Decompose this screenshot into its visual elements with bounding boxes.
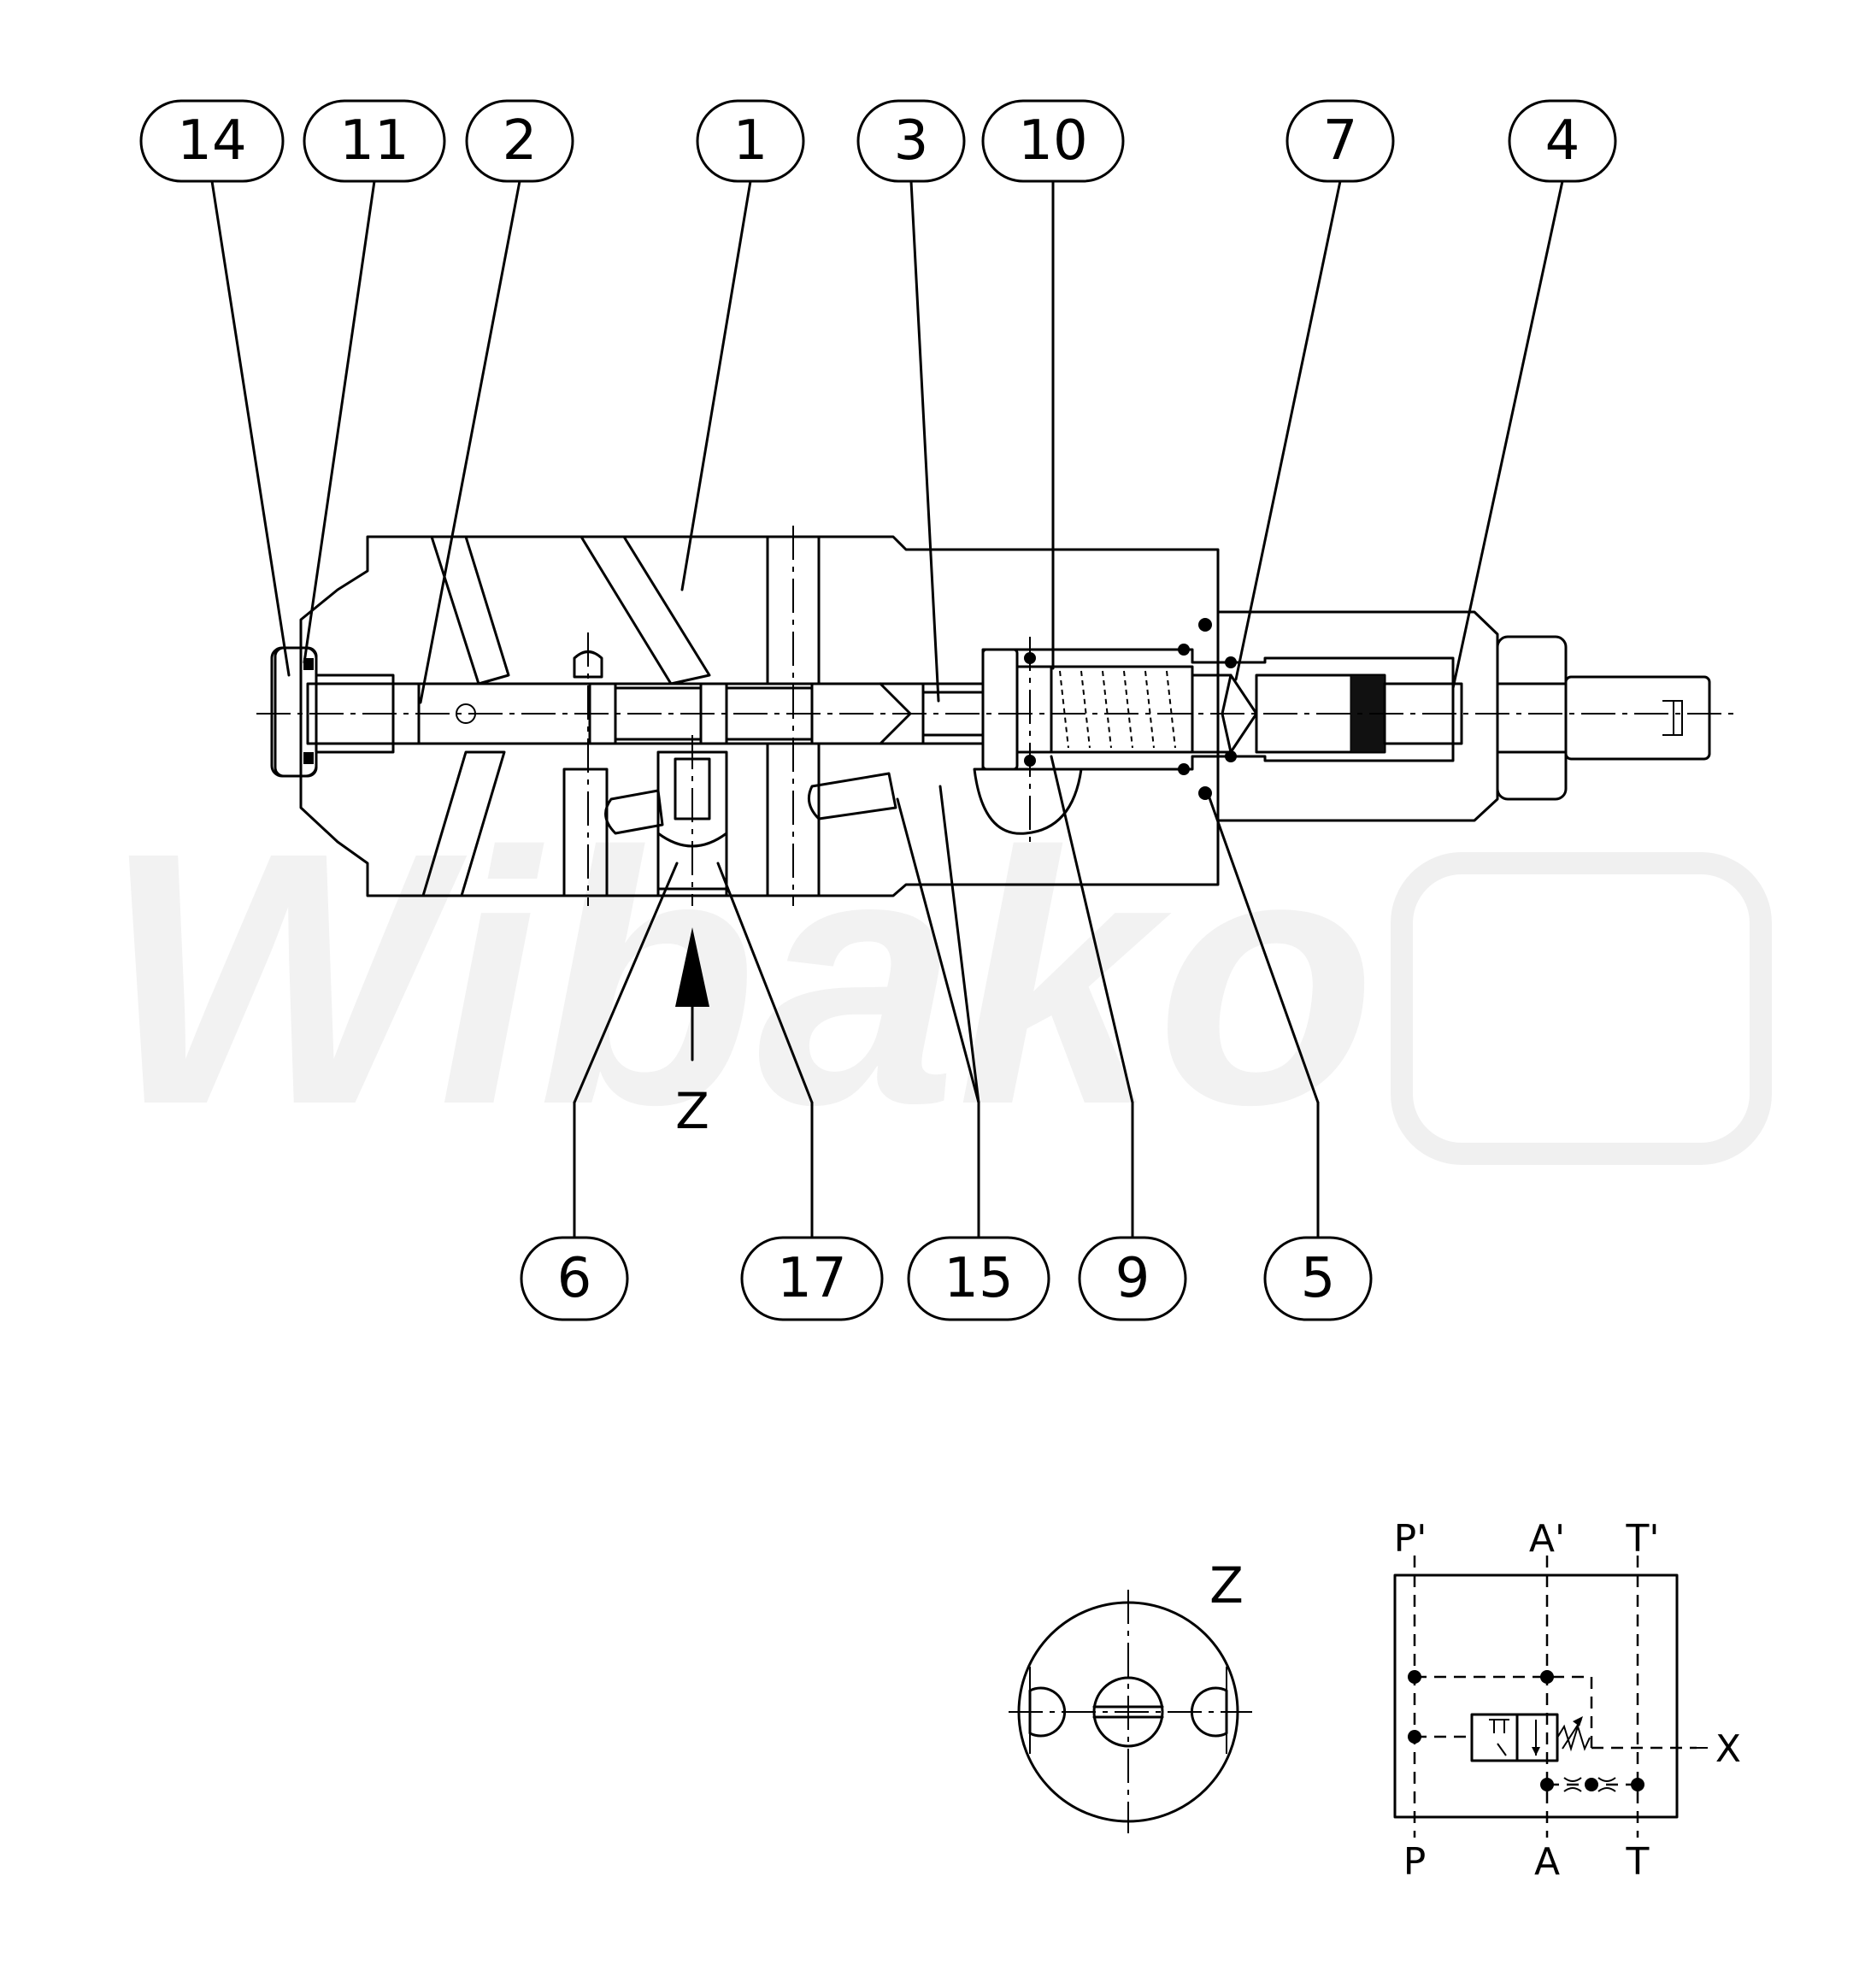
svg-text:7: 7 <box>1323 109 1358 173</box>
passage-upper-left <box>430 535 510 685</box>
svg-text:T': T' <box>1626 1517 1660 1561</box>
svg-text:P: P <box>1403 1840 1427 1884</box>
svg-text:X: X <box>1715 1727 1741 1771</box>
watermark: Wibako <box>103 779 1772 1179</box>
passage-15a <box>604 789 664 835</box>
view-z-slot-left <box>1028 1686 1067 1738</box>
balloon-5: 5 <box>1263 1236 1373 1321</box>
svg-text:Wibako: Wibako <box>103 779 1376 1179</box>
svg-text:P': P' <box>1394 1517 1427 1561</box>
passage-upper-mid <box>580 535 711 685</box>
balloons-bottom: 6 17 15 9 5 <box>520 1236 1373 1321</box>
svg-text:9: 9 <box>1115 1247 1150 1310</box>
adjusting-screw <box>1496 635 1711 801</box>
balloon-10: 10 <box>981 99 1125 183</box>
spool <box>274 646 985 778</box>
schematic-valve <box>1470 1713 1559 1762</box>
balloon-6: 6 <box>520 1236 629 1321</box>
svg-text:2: 2 <box>503 109 538 173</box>
svg-text:A: A <box>1534 1840 1560 1884</box>
passage-15b <box>807 772 897 820</box>
plug-insert <box>656 832 728 891</box>
leader-lines <box>210 179 1564 1239</box>
svg-text:T: T <box>1626 1840 1650 1884</box>
svg-text:3: 3 <box>894 109 929 173</box>
balloon-14: 14 <box>139 99 285 183</box>
balloon-17: 17 <box>740 1236 884 1321</box>
schematic-frame <box>1393 1573 1679 1819</box>
svg-text:1: 1 <box>733 109 768 173</box>
balloon-3: 3 <box>856 99 966 183</box>
view-z-slot-right <box>1190 1686 1228 1738</box>
port-vertical-left <box>562 768 609 897</box>
balloon-15: 15 <box>907 1236 1050 1321</box>
balloon-7: 7 <box>1285 99 1395 183</box>
balloons-top: 14 11 2 1 3 10 7 4 <box>139 99 1617 183</box>
svg-text:17: 17 <box>777 1247 846 1310</box>
svg-text:5: 5 <box>1301 1247 1336 1310</box>
svg-text:6: 6 <box>557 1247 592 1310</box>
balloon-4: 4 <box>1508 99 1617 183</box>
svg-text:14: 14 <box>177 109 246 173</box>
view-arrow-z: Z <box>675 927 709 1140</box>
passage-lower-left <box>421 750 506 897</box>
hydraulic-schematic: P' A' T' P A T X <box>1393 1517 1741 1884</box>
svg-text:Z: Z <box>675 1082 709 1140</box>
svg-text:15: 15 <box>944 1247 1013 1310</box>
balloon-11: 11 <box>303 99 446 183</box>
svg-text:10: 10 <box>1018 109 1087 173</box>
end-cap <box>270 646 318 778</box>
svg-text:A': A' <box>1529 1517 1565 1561</box>
balloon-2: 2 <box>465 99 574 183</box>
valve-body-section <box>256 526 1735 906</box>
valve-body <box>299 535 1220 897</box>
view-z: Z <box>1009 1556 1252 1833</box>
svg-text:11: 11 <box>339 109 409 173</box>
svg-text:Z: Z <box>1209 1556 1244 1615</box>
svg-text:4: 4 <box>1545 109 1580 173</box>
balloon-1: 1 <box>696 99 805 183</box>
ball-seat <box>973 768 1083 835</box>
balloon-9: 9 <box>1078 1236 1187 1321</box>
